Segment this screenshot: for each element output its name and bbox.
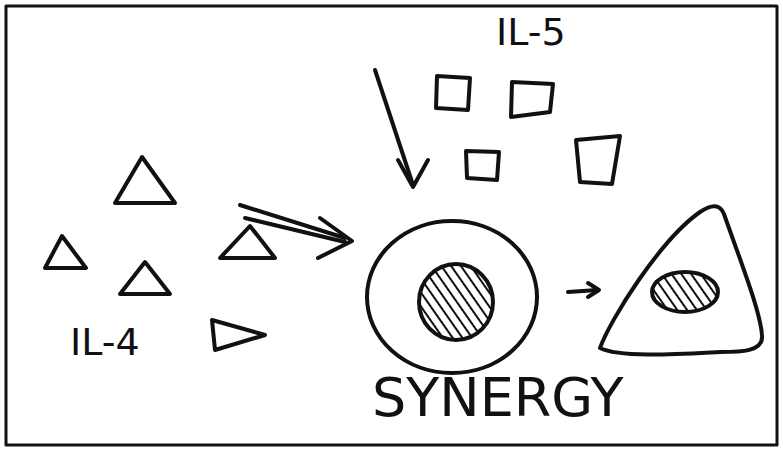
cell-nucleus xyxy=(419,264,493,340)
cell xyxy=(367,221,537,373)
il4-triangle xyxy=(120,262,170,294)
cell-nucleus xyxy=(652,272,718,312)
cytokine-label: IL-4 xyxy=(70,322,140,364)
arrow-head xyxy=(588,283,599,297)
arrow-head xyxy=(318,218,352,258)
il4-triangle xyxy=(115,157,175,203)
il5-square xyxy=(511,82,553,117)
frame xyxy=(6,6,777,445)
il5-square xyxy=(436,76,470,110)
arrow-head xyxy=(398,160,428,187)
differentiated-cell xyxy=(600,206,762,354)
il5-square xyxy=(466,151,499,180)
il5-square xyxy=(576,136,620,184)
arrow-line xyxy=(375,70,413,185)
il4-triangle xyxy=(45,236,86,268)
cytokine-label: IL-5 xyxy=(496,12,566,54)
arrow-line xyxy=(245,218,345,242)
caption-text: SYNERGY xyxy=(372,368,623,427)
il4-triangle xyxy=(220,226,275,258)
il4-triangle xyxy=(212,320,265,350)
